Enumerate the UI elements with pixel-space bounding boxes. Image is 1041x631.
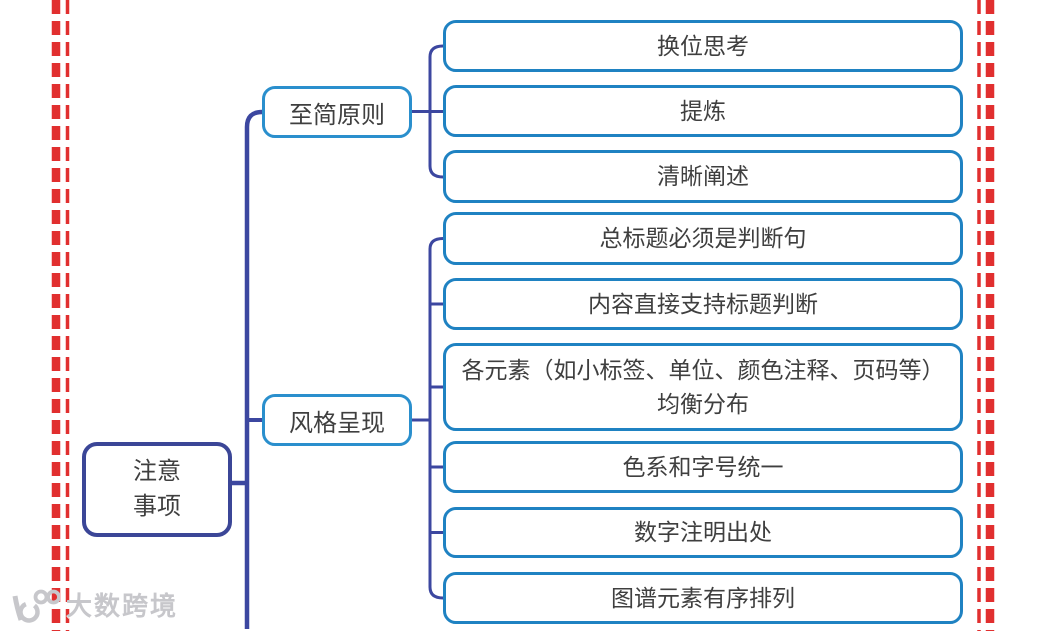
leaf-node[interactable]: 色系和字号统一 (443, 441, 963, 493)
connector-branch2-rail (428, 237, 444, 600)
leaf-label: 总标题必须是判断句 (599, 225, 807, 252)
leaf-node[interactable]: 各元素（如小标签、单位、颜色注释、页码等）均衡分布 (443, 343, 963, 431)
connector-branch1-rail (428, 44, 444, 179)
connector-trunk (244, 109, 263, 629)
leaf-label: 色系和字号统一 (622, 453, 784, 480)
leaf-node[interactable]: 提炼 (443, 85, 963, 137)
leaf-node[interactable]: 清晰阐述 (443, 150, 963, 203)
node-branch-style[interactable]: 风格呈现 (262, 394, 412, 446)
node-root-label: 注意 事项 (133, 457, 181, 520)
leaf-node[interactable]: 总标题必须是判断句 (443, 212, 963, 265)
node-root[interactable]: 注意 事项 (82, 442, 232, 537)
leaf-label: 图谱元素有序排列 (611, 584, 795, 611)
leaf-node[interactable]: 数字注明出处 (443, 507, 963, 558)
leaf-label: 各元素（如小标签、单位、颜色注释、页码等）均衡分布 (461, 356, 945, 418)
node-branch-simplicity[interactable]: 至简原则 (262, 86, 412, 138)
leaf-label: 数字注明出处 (634, 519, 772, 546)
leaf-node[interactable]: 内容直接支持标题判断 (443, 278, 963, 330)
branch-label: 至简原则 (289, 101, 385, 129)
leaf-label: 内容直接支持标题判断 (588, 290, 818, 317)
leaf-node[interactable]: 换位思考 (443, 20, 963, 72)
leaf-label: 清晰阐述 (657, 163, 749, 190)
leaf-label: 换位思考 (657, 32, 749, 59)
leaf-node[interactable]: 图谱元素有序排列 (443, 572, 963, 624)
leaf-label: 提炼 (680, 97, 726, 124)
branch-label: 风格呈现 (289, 409, 385, 437)
